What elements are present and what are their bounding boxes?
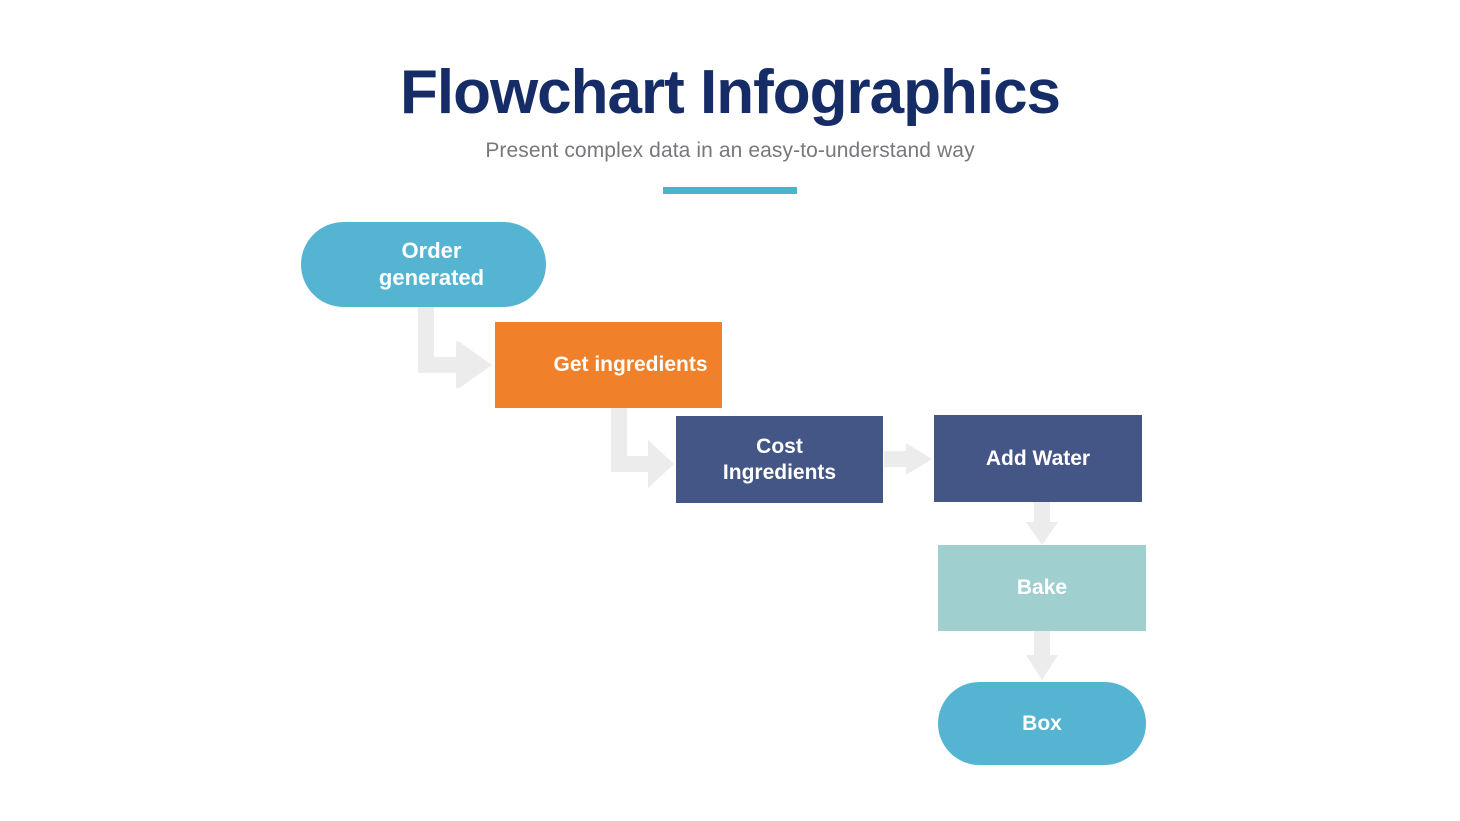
connector-bake-to-box (1026, 631, 1058, 680)
flow-node-label: Get ingredients (553, 353, 708, 377)
title-underline-rule (663, 187, 797, 195)
flow-node-label: Add Water (985, 446, 1091, 470)
flow-node-label: Order generated (378, 237, 485, 290)
page-title: Flowchart Infographics (399, 58, 1061, 127)
page-subtitle: Present complex data in an easy-to-under… (485, 139, 975, 163)
connector-order-to-get (418, 307, 492, 389)
flow-node-label: Cost Ingredients (722, 434, 837, 484)
flow-node-order-generated[interactable]: Order generated (301, 222, 546, 307)
flow-node-box[interactable]: Box (938, 682, 1146, 765)
connector-cost-to-addwater (884, 443, 932, 475)
flow-node-get-ingredients[interactable]: Get ingredients (495, 322, 722, 408)
flow-node-label: Bake (1016, 576, 1068, 600)
header: Flowchart Infographics Present complex d… (0, 0, 1460, 195)
flow-node-bake[interactable]: Bake (938, 545, 1146, 631)
connector-get-to-cost (611, 408, 674, 488)
flow-node-cost-ingredients[interactable]: Cost Ingredients (676, 416, 883, 503)
flow-node-label: Box (1022, 711, 1062, 735)
connector-addwater-to-bake (1026, 502, 1058, 545)
flow-node-add-water[interactable]: Add Water (934, 415, 1142, 502)
